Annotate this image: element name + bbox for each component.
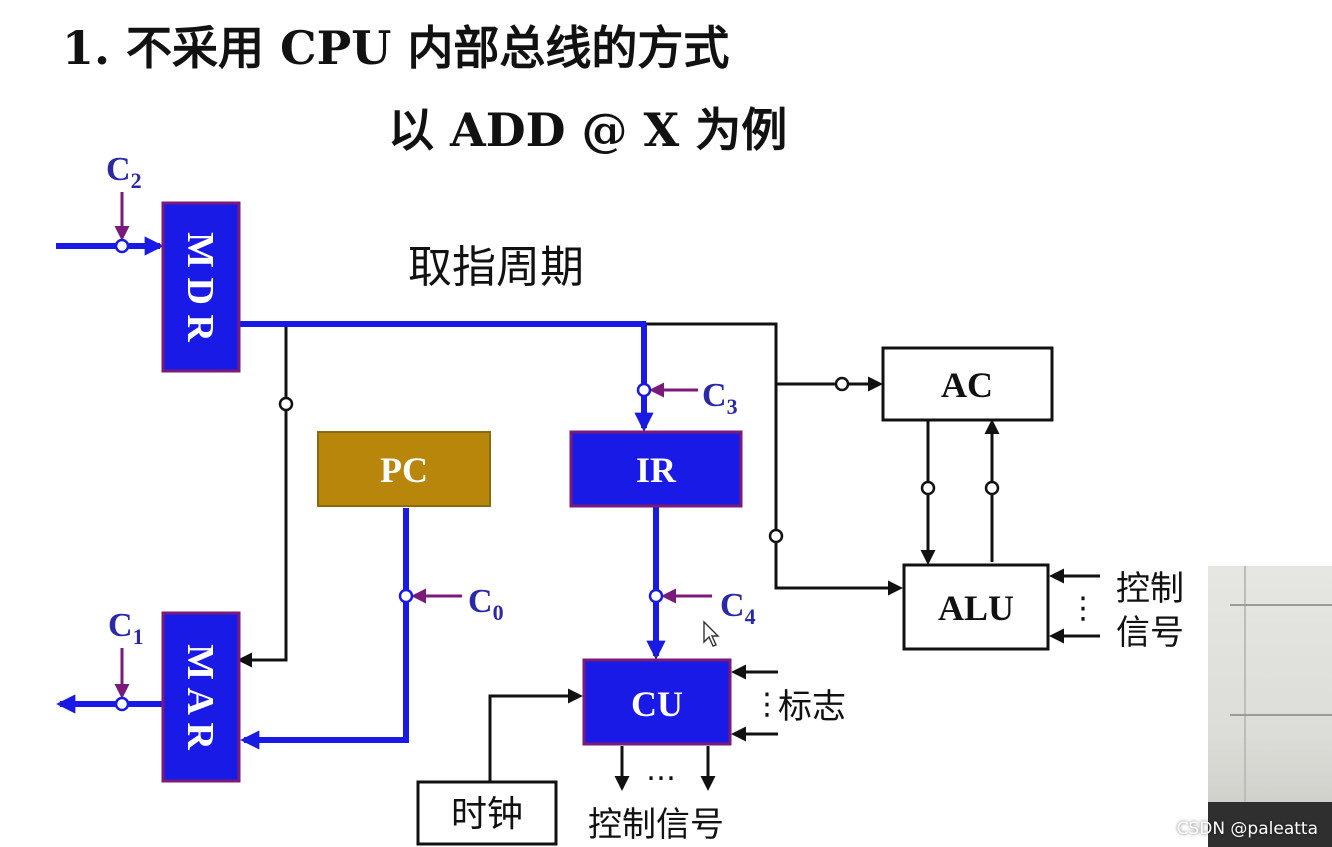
wire-clock-to-cu [488, 688, 583, 782]
register-pc: PC [317, 431, 491, 507]
gate-alu-ac [984, 480, 1000, 496]
wire-bus-to-right [640, 322, 778, 584]
alu-control-dots: ⋮ [1068, 591, 1098, 626]
signal-c2-label: C2 [106, 151, 142, 193]
alu-control-label-line2: 信号 [1116, 613, 1184, 653]
wire-mdr-to-mar [237, 324, 288, 668]
watermark: CSDN @paleatta [1176, 819, 1318, 839]
cu-control-signal-label: 控制信号 [588, 805, 724, 845]
accumulator-ac: AC [881, 346, 1054, 422]
gate-ir-cu [648, 588, 664, 604]
control-unit-cu: CU [582, 658, 732, 746]
signal-c3-label: C3 [702, 377, 738, 419]
alu-label: ALU [938, 588, 1014, 628]
cu-output-dots: … [646, 753, 676, 788]
cu-label: CU [631, 684, 683, 724]
gate-mdr-mar [278, 396, 294, 412]
page-subtitle: 以 ADD @ X 为例 [388, 103, 787, 157]
ac-label: AC [941, 365, 993, 405]
register-ir: IR [569, 430, 743, 508]
page-title: 1. 不采用 CPU 内部总线的方式 [62, 21, 729, 75]
path-pc-to-mar [240, 508, 409, 750]
register-mdr-label: M D R [179, 232, 221, 342]
alu-control-label-line1: 控制 [1116, 569, 1184, 609]
register-mar: M A R [161, 611, 241, 783]
clock-box: 时钟 [416, 780, 558, 846]
register-mdr: M D R [161, 201, 241, 373]
mouse-cursor-icon [703, 620, 720, 647]
gate-mar-output [114, 696, 130, 712]
gate-ac-input [834, 376, 850, 392]
gate-mdr-input [114, 238, 130, 254]
register-pc-label: PC [380, 450, 428, 490]
gates [114, 238, 1000, 712]
cu-flag-dots: ⋮ [752, 687, 782, 722]
register-mar-label: M A R [179, 644, 221, 750]
gate-pc-output [398, 588, 414, 604]
gate-ac-alu [920, 480, 936, 496]
cu-flags-label: 标志 [778, 687, 846, 727]
alu-box: ALU [902, 563, 1050, 651]
clock-label: 时钟 [451, 794, 523, 835]
gate-ir-input [636, 382, 652, 398]
video-inset [1208, 566, 1332, 847]
wire-to-alu [774, 580, 903, 596]
cycle-label: 取指周期 [408, 242, 584, 293]
signal-c1-label: C1 [108, 607, 144, 649]
register-ir-label: IR [636, 450, 677, 490]
signal-c0-label: C0 [468, 583, 504, 625]
active-path [56, 236, 666, 750]
signal-c4-label: C4 [720, 587, 756, 629]
control-signal-labels: C2 C1 C3 C0 C4 [106, 151, 756, 649]
gate-alu-input [768, 528, 784, 544]
control-lines [114, 192, 712, 699]
